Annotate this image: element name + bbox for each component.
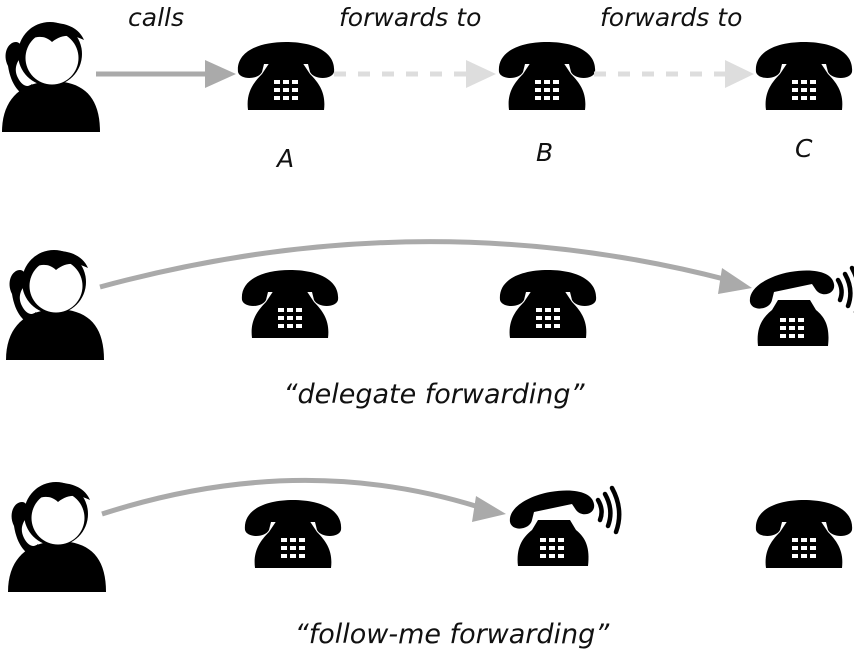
forwards-to-label-2: forwards to (600, 3, 743, 32)
delegate-arrow (99, 239, 729, 290)
delegate-arrowhead (718, 268, 752, 294)
row-follow-me-forwarding (8, 478, 853, 592)
phone-c-icon (755, 42, 853, 110)
forward-arrowhead-b-c (725, 60, 754, 88)
phone-a-icon (237, 42, 335, 110)
caller-icon (6, 250, 104, 360)
follow-me-arrow (101, 478, 483, 517)
forward-arrowhead-a-b (466, 60, 496, 88)
calls-label: calls (128, 3, 184, 32)
row-delegate-forwarding (6, 239, 854, 360)
row-basic-forwarding (2, 22, 853, 132)
ringing-phone-c-icon (750, 268, 854, 346)
calls-arrowhead (205, 60, 236, 88)
phone-b-icon (498, 42, 596, 110)
ringing-phone-b-icon (510, 488, 619, 566)
phone-a-icon (241, 270, 339, 338)
phone-a-label: A (277, 144, 295, 173)
phone-c-label: C (795, 134, 813, 163)
forwards-to-label-1: forwards to (339, 3, 482, 32)
caller-icon (2, 22, 100, 132)
follow-me-forwarding-caption: “follow-me forwarding” (294, 619, 610, 650)
phone-b-icon (499, 270, 597, 338)
caller-icon (8, 482, 106, 592)
delegate-forwarding-caption: “delegate forwarding” (283, 379, 585, 410)
follow-me-arrowhead (472, 496, 506, 522)
phone-a-icon (244, 500, 342, 568)
phone-b-label: B (536, 138, 554, 167)
phone-c-icon (755, 500, 853, 568)
